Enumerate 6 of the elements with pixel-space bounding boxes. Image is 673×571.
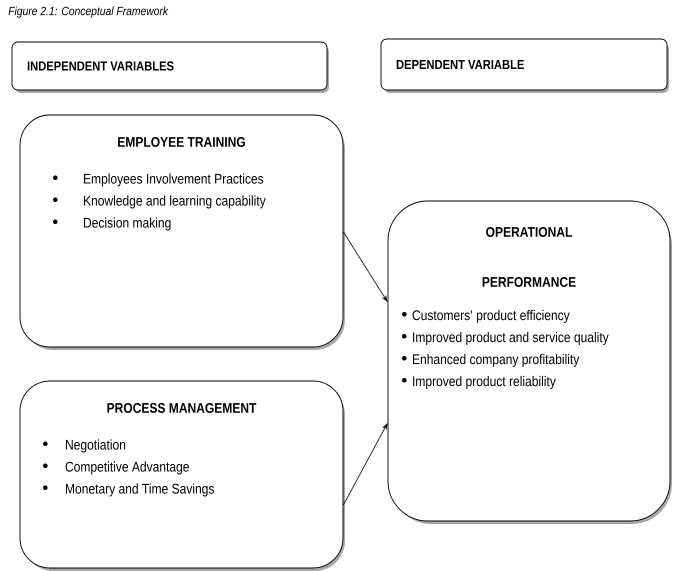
- heading-box: INDEPENDENT VARIABLES: [12, 42, 329, 93]
- variable-box: PROCESS MANAGEMENT Negotiation Competitive Advantage Monetary and Time Savings: [20, 380, 345, 571]
- variable-box: OPERATIONAL PERFORMANCE Customers' product efficiency Improved product and service quality Enhanced company profitability Improved product reliability: [388, 200, 672, 524]
- figure-caption: Figure 2.1: Conceptual Framework: [8, 6, 168, 18]
- variable-box: EMPLOYEE TRAINING Employees Involvement Practices Knowledge and learning capability Decision making: [20, 114, 345, 350]
- heading-box: DEPENDENT VARIABLE: [380, 38, 669, 93]
